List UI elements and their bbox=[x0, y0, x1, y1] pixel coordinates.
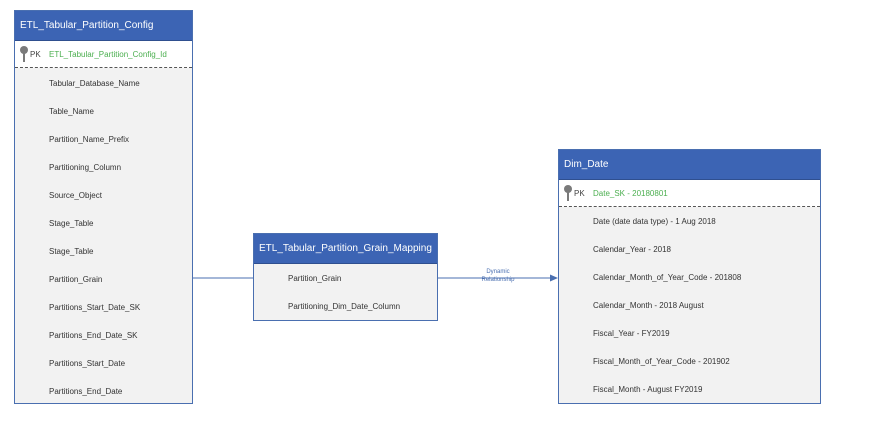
entity-dim-date[interactable]: Dim_Date PK Date_SK - 20180801 Date (dat… bbox=[558, 149, 821, 404]
field-partitions-end-date: Partitions_End_Date bbox=[49, 387, 123, 396]
field-fiscal-year: Fiscal_Year - FY2019 bbox=[593, 329, 670, 338]
field-tabular-database-name: Tabular_Database_Name bbox=[49, 79, 140, 88]
field-calendar-year: Calendar_Year - 2018 bbox=[593, 245, 671, 254]
field-stage-table: Stage_Table bbox=[49, 219, 94, 228]
entity-etl-tabular-partition-config[interactable]: ETL_Tabular_Partition_Config PK ETL_Tabu… bbox=[14, 10, 193, 404]
field-fiscal-month-of-year-code: Fiscal_Month_of_Year_Code - 201902 bbox=[593, 357, 730, 366]
field-partition-name-prefix: Partition_Name_Prefix bbox=[49, 135, 130, 144]
entity-etl-tabular-partition-grain-mapping[interactable]: ETL_Tabular_Partition_Grain_Mapping Part… bbox=[253, 233, 438, 321]
key-icon bbox=[564, 185, 572, 201]
entity-title: ETL_Tabular_Partition_Config bbox=[15, 11, 192, 41]
field-partitioning-dim-date-column: Partitioning_Dim_Date_Column bbox=[288, 302, 401, 311]
field-calendar-month: Calendar_Month - 2018 August bbox=[593, 301, 704, 310]
field-partition-grain: Partition_Grain bbox=[288, 274, 342, 283]
arrowhead-icon bbox=[550, 274, 558, 282]
primary-key-row: PK ETL_Tabular_Partition_Config_Id bbox=[15, 41, 192, 68]
field-table-name: Table_Name bbox=[49, 107, 94, 116]
relationship-label: Dynamic Relationship bbox=[468, 268, 528, 284]
field-partitions-start-date-sk: Partitions_Start_Date_SK bbox=[49, 303, 141, 312]
relationship-label-line2: Relationship bbox=[481, 277, 515, 283]
pk-field: ETL_Tabular_Partition_Config_Id bbox=[49, 50, 167, 59]
field-partition-grain: Partition_Grain bbox=[49, 275, 103, 284]
relationship-label-line1: Dynamic bbox=[486, 269, 510, 275]
entity-title: Dim_Date bbox=[559, 150, 820, 180]
pk-label: PK bbox=[30, 50, 41, 59]
field-calendar-month-of-year-code: Calendar_Month_of_Year_Code - 201808 bbox=[593, 273, 742, 282]
field-partitions-start-date: Partitions_Start_Date bbox=[49, 359, 126, 368]
field-date: Date (date data type) - 1 Aug 2018 bbox=[593, 217, 716, 226]
primary-key-row: PK Date_SK - 20180801 bbox=[559, 180, 820, 207]
field-partitions-end-date-sk: Partitions_End_Date_SK bbox=[49, 331, 138, 340]
field-partitioning-column: Partitioning_Column bbox=[49, 163, 122, 172]
field-fiscal-month: Fiscal_Month - August FY2019 bbox=[593, 385, 703, 394]
pk-field: Date_SK - 20180801 bbox=[593, 189, 668, 198]
pk-label: PK bbox=[574, 189, 585, 198]
field-source-object: Source_Object bbox=[49, 191, 102, 200]
key-icon bbox=[20, 46, 28, 62]
field-stage-table-2: Stage_Table bbox=[49, 247, 94, 256]
entity-title: ETL_Tabular_Partition_Grain_Mapping bbox=[254, 234, 437, 264]
